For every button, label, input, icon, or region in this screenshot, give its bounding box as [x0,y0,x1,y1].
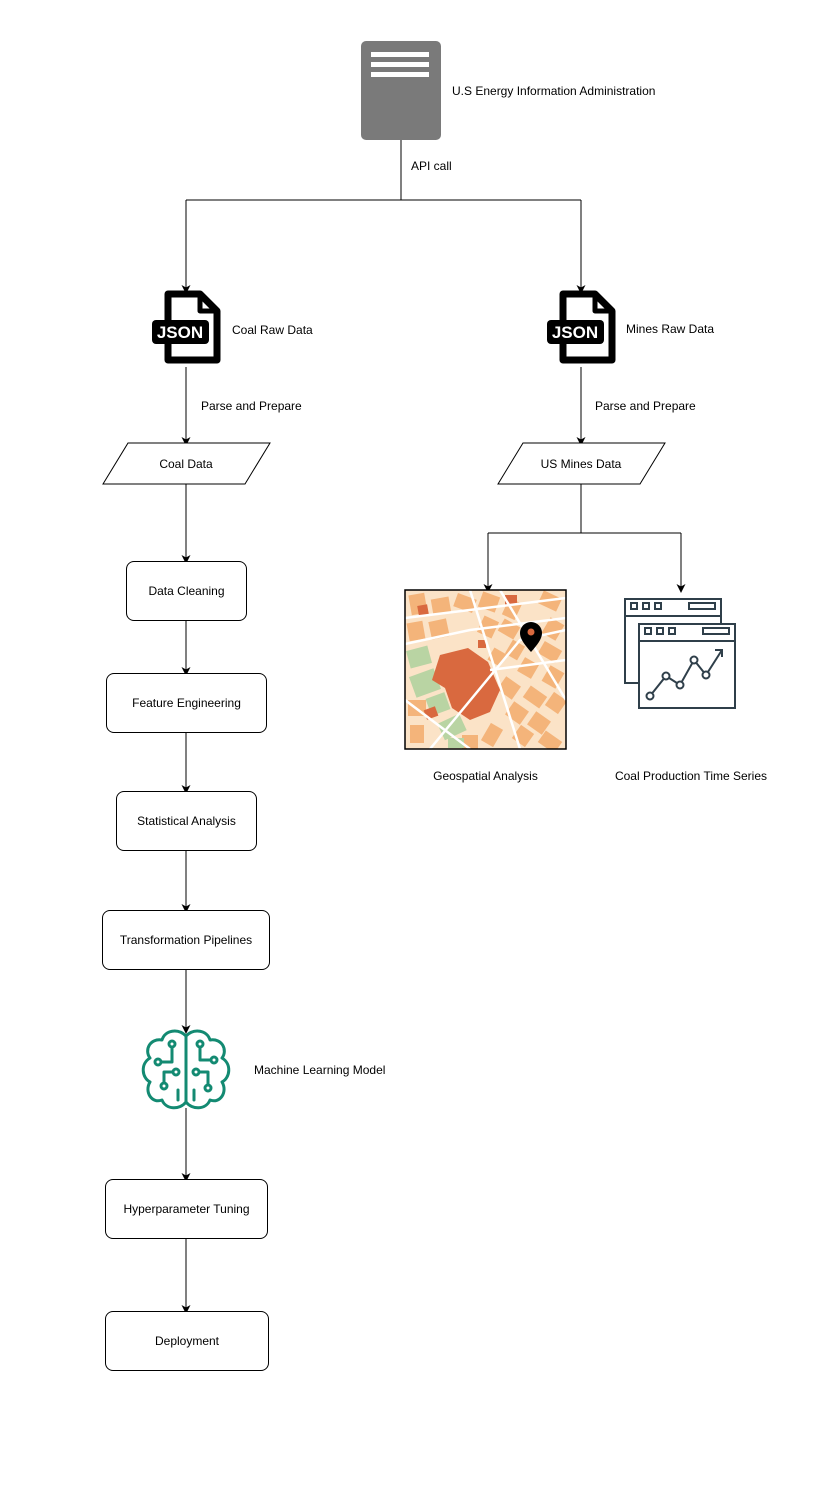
deployment-box[interactable]: Deployment [105,1311,269,1371]
json-icon-text: JSON [552,323,598,342]
hyperparameter-tuning-box[interactable]: Hyperparameter Tuning [105,1179,268,1239]
feature-engineering-box[interactable]: Feature Engineering [106,673,267,733]
coal-data-shape [102,442,271,485]
browser-chart-icon [624,598,736,709]
mines-raw-data-label: Mines Raw Data [626,322,715,336]
parse-prepare-right-label: Parse and Prepare [595,399,696,413]
coal-data-label: Coal Data [159,457,213,471]
ml-model-label: Machine Learning Model [254,1063,386,1077]
connectors [181,140,686,1314]
statistical-analysis-box[interactable]: Statistical Analysis [116,791,257,851]
geospatial-analysis-label: Geospatial Analysis [433,769,538,783]
server-icon [361,41,441,140]
json-file-icon: JSON [152,290,221,364]
us-mines-data-shape [497,442,666,485]
coal-production-time-series-label: Coal Production Time Series [614,769,768,783]
map-icon [404,589,567,750]
us-mines-data-label: US Mines Data [540,457,622,471]
json-icon-text: JSON [157,323,203,342]
brain-circuit-icon [141,1029,231,1110]
data-cleaning-box[interactable]: Data Cleaning [126,561,247,621]
parse-prepare-left-label: Parse and Prepare [201,399,302,413]
map-pin-icon [520,622,542,652]
coal-raw-data-label: Coal Raw Data [232,323,313,337]
transformation-pipelines-box[interactable]: Transformation Pipelines [102,910,270,970]
edge-mines-split [488,484,681,534]
api-call-label: API call [411,159,452,173]
source-label: U.S Energy Information Administration [452,84,656,98]
edge-api-split [186,140,581,201]
json-file-icon: JSON [547,290,616,364]
